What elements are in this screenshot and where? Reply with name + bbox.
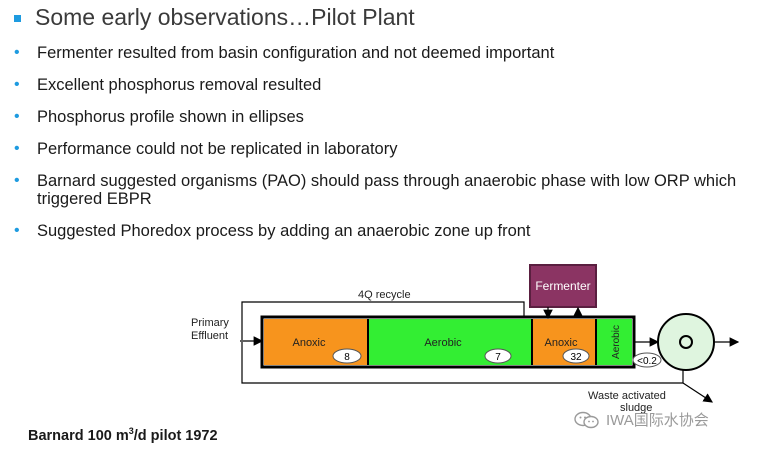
primary-effluent-label-line2: Effluent <box>191 330 228 342</box>
anoxic-zone-1-value: 8 <box>344 352 350 363</box>
caption-prefix: Barnard 100 m <box>28 427 129 444</box>
bullet-list: • Fermenter resulted from basin configur… <box>14 44 754 254</box>
bullet-item: • Barnard suggested organisms (PAO) shou… <box>14 172 754 208</box>
title-row: Some early observations…Pilot Plant <box>14 4 415 31</box>
bullet-text: Performance could not be replicated in l… <box>37 140 398 158</box>
watermark-text: IWA国际水协会 <box>606 412 709 429</box>
waste-label-line2: sludge <box>620 402 652 414</box>
anoxic-zone-1-ellipse <box>332 348 362 364</box>
slide-title: Some early observations…Pilot Plant <box>35 4 415 30</box>
bullet-dot-icon: • <box>14 222 20 239</box>
figure-caption: Barnard 100 m3/d pilot 1972 <box>28 426 218 444</box>
title-bullet-icon <box>14 15 21 22</box>
bullet-item: • Fermenter resulted from basin configur… <box>14 44 754 62</box>
aerobic-zone-label: Aerobic <box>424 337 462 349</box>
aerobic-zone-ellipse <box>484 348 512 364</box>
recycle-line <box>241 301 525 340</box>
bullet-text: Suggested Phoredox process by adding an … <box>37 222 531 240</box>
anoxic-zone-2-ellipse <box>562 348 590 364</box>
waste-arrow <box>682 382 714 403</box>
bullet-dot-icon: • <box>14 172 20 189</box>
bullet-text: Fermenter resulted from basin configurat… <box>37 44 555 62</box>
aerobic-zone-2 <box>597 319 632 365</box>
bullet-text: Excellent phosphorus removal resulted <box>37 76 322 94</box>
bullet-text: Phosphorus profile shown in ellipses <box>37 108 304 126</box>
wechat-icon <box>574 411 599 428</box>
bullet-item: • Phosphorus profile shown in ellipses <box>14 108 754 126</box>
clarifier-center-icon <box>679 335 693 349</box>
bullet-dot-icon: • <box>14 140 20 157</box>
fermenter-box <box>529 264 597 308</box>
bullet-text: Barnard suggested organisms (PAO) should… <box>37 172 737 208</box>
fermenter-label: Fermenter <box>535 279 590 293</box>
bullet-dot-icon: • <box>14 44 20 61</box>
bullet-item: • Excellent phosphorus removal resulted <box>14 76 754 94</box>
clarifier <box>657 313 715 371</box>
ras-line <box>241 342 684 384</box>
clarifier-value: <0.2 <box>637 356 657 367</box>
bullet-dot-icon: • <box>14 108 20 125</box>
bullet-item: • Suggested Phoredox process by adding a… <box>14 222 754 240</box>
aerobic-zone-2-label: Aerobic <box>611 325 622 359</box>
anoxic-zone-2-value: 32 <box>570 352 582 363</box>
caption-suffix: /d pilot 1972 <box>133 427 218 444</box>
bullet-dot-icon: • <box>14 76 20 93</box>
waste-label-line1: Waste activated <box>588 390 666 402</box>
anoxic-zone-1-label: Anoxic <box>292 337 326 349</box>
aerobic-zone-value: 7 <box>495 352 501 363</box>
bullet-item: • Performance could not be replicated in… <box>14 140 754 158</box>
recycle-label: 4Q recycle <box>358 289 411 301</box>
primary-effluent-label-line1: Primary <box>191 317 229 329</box>
watermark: IWA国际水协会 <box>574 409 709 430</box>
anoxic-zone-2-label: Anoxic <box>544 337 578 349</box>
clarifier-ellipse <box>632 352 662 368</box>
caption-superscript: 3 <box>128 426 134 436</box>
